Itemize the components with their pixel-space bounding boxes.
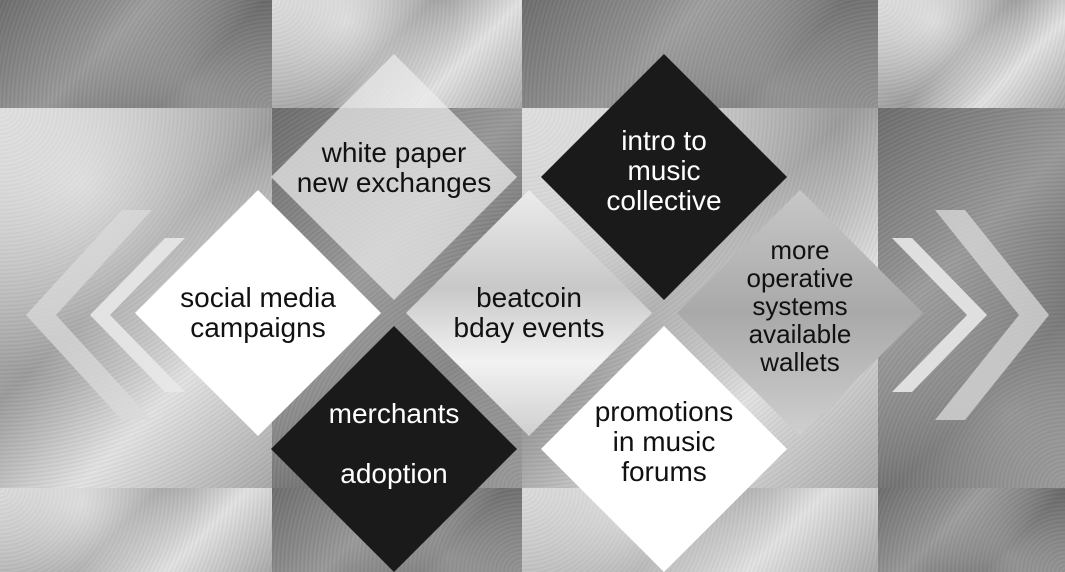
node-white-paper: white paper new exchanges xyxy=(270,53,518,301)
bg-tile xyxy=(878,0,1065,108)
node-more-os: more operative systems available wallets xyxy=(676,189,924,437)
node-label: beatcoin bday events xyxy=(453,282,605,343)
node-label: merchants adoption xyxy=(328,398,460,489)
bg-tile xyxy=(0,488,272,572)
bg-tile xyxy=(0,0,272,108)
node-intro-music: intro to music collective xyxy=(540,53,788,301)
left-chevron-icon xyxy=(26,210,185,420)
right-chevron-icon xyxy=(892,210,1049,420)
node-label: promotions in music forums xyxy=(594,396,734,487)
node-label: white paper new exchanges xyxy=(296,137,492,198)
node-promotions: promotions in music forums xyxy=(540,325,788,572)
bg-tile xyxy=(878,488,1065,572)
node-label: more operative systems available wallets xyxy=(746,235,854,377)
node-merchants: merchants adoption xyxy=(270,325,518,572)
node-social-media: social media campaigns xyxy=(134,189,382,437)
node-label: social media campaigns xyxy=(180,282,336,343)
node-beatcoin: beatcoin bday events xyxy=(405,189,653,437)
node-label: intro to music collective xyxy=(606,125,722,216)
